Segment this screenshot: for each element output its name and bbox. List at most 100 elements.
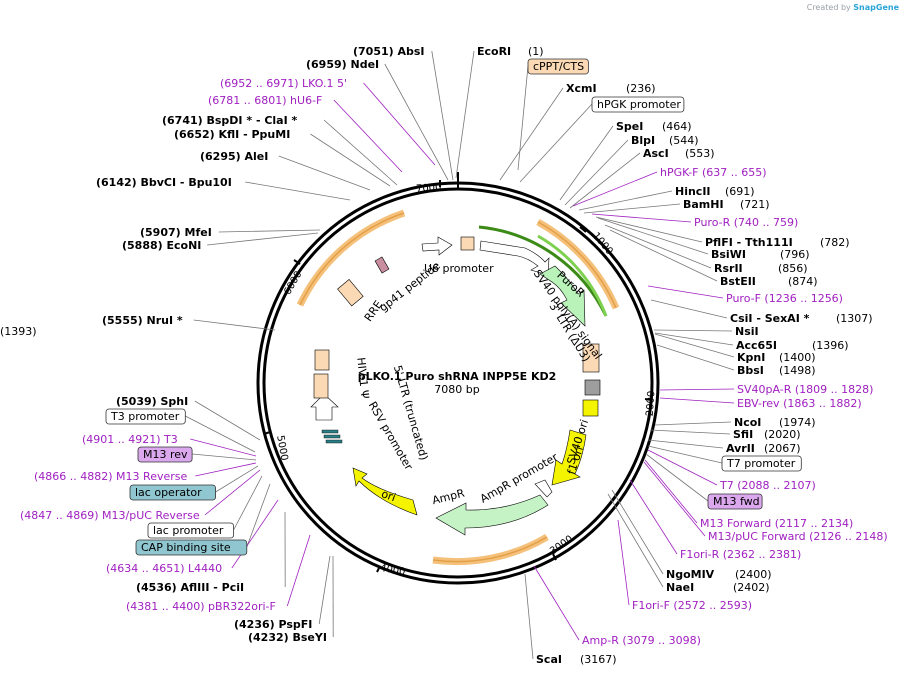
enzyme-pos-csii: (1307) — [836, 312, 873, 325]
feature-f1ori[interactable] — [551, 429, 587, 486]
enzyme-blpi[interactable]: BlpI — [631, 134, 655, 147]
enzyme-ndei[interactable]: (6959) NdeI — [306, 58, 379, 71]
feature-ebv[interactable] — [584, 379, 601, 396]
leader-m13fwd — [645, 453, 709, 502]
feature-hiv[interactable] — [314, 349, 330, 371]
enzyme-pspfi[interactable]: (4236) PspFI — [234, 618, 312, 631]
feature-sv40pa[interactable] — [582, 343, 600, 373]
feature-tag-label-t3prom: T3 promoter — [110, 410, 180, 423]
enzyme-bsteii[interactable]: BstEII — [720, 275, 756, 288]
orf-arc-puror-inner — [537, 221, 617, 309]
feature-cppt[interactable] — [460, 236, 475, 251]
feature-ampr[interactable] — [435, 494, 549, 536]
primer-ampr_p[interactable]: Amp-R (3079 .. 3098) — [582, 634, 701, 647]
feature-tag-t7prom[interactable]: T7 promoter — [721, 455, 802, 472]
feature-tag-lacprom[interactable]: lac promoter — [147, 522, 234, 539]
leader-m13rev — [192, 453, 257, 461]
leader-sfii — [649, 429, 731, 435]
enzyme-bsiwi[interactable]: BsiWI — [711, 248, 746, 261]
leader-kfli — [310, 133, 391, 187]
feature-tag-label-t7prom: T7 promoter — [726, 457, 796, 470]
primer-f1orif[interactable]: F1ori-F (2572 .. 2593) — [632, 599, 752, 612]
primer-m13reverse[interactable]: (4866 .. 4882) M13 Reverse — [34, 470, 187, 483]
enzyme-pos-bbsi: (1498) — [779, 364, 816, 377]
enzyme-bamhi[interactable]: BamHI — [683, 198, 724, 211]
enzyme-nsii[interactable]: NsiI — [735, 325, 759, 338]
feature-rre[interactable] — [337, 279, 364, 307]
leader-bbsi — [656, 344, 735, 371]
primer-f1orir[interactable]: F1ori-R (2362 .. 2381) — [680, 548, 801, 561]
enzyme-ecori[interactable]: EcoRI — [477, 45, 511, 58]
leader-f1orif — [617, 519, 630, 606]
leader-hpgklab — [519, 103, 593, 183]
feature-tag-cap[interactable]: CAP binding site — [135, 539, 248, 556]
primer-pbr322[interactable]: (4381 .. 4400) pBR322ori-F — [126, 600, 276, 613]
enzyme-absi[interactable]: (7051) AbsI — [353, 45, 425, 58]
enzyme-econi[interactable]: (5888) EcoNI — [122, 239, 201, 252]
feature-ampprom[interactable] — [534, 479, 553, 498]
primer-m13forward[interactable]: M13 Forward (2117 .. 2134) — [700, 517, 853, 530]
primer-hpgkf[interactable]: hPGK-F (637 .. 655) — [660, 166, 767, 179]
primer-ebvrev[interactable]: EBV-rev (1863 .. 1882) — [737, 397, 862, 410]
feature-hpgk-arrow[interactable] — [479, 240, 550, 276]
enzyme-mfei[interactable]: (5907) MfeI — [140, 226, 212, 239]
enzyme-naei[interactable]: NaeI — [666, 581, 694, 594]
enzyme-sfii[interactable]: SfiI — [733, 428, 753, 441]
primer-sv40par[interactable]: SV40pA-R (1809 .. 1828) — [737, 383, 873, 396]
primer-m13pucrev[interactable]: (4847 .. 4869) M13/pUC Reverse — [20, 509, 200, 522]
enzyme-bspdi[interactable]: (6741) BspDI * - ClaI * — [162, 114, 298, 127]
enzyme-sphi[interactable]: (5039) SphI — [116, 395, 188, 408]
primer-l4440[interactable]: (4634 .. 4651) L4440 — [106, 562, 222, 575]
primer-t3[interactable]: (4901 .. 4921) T3 — [82, 433, 178, 446]
feature-sv40ori[interactable] — [582, 399, 599, 417]
enzyme-bseyi[interactable]: (4232) BseYI — [248, 631, 327, 644]
primer-purof[interactable]: Puro-F (1236 .. 1256) — [726, 292, 843, 305]
enzyme-rsrii[interactable]: RsrII — [714, 262, 743, 275]
enzyme-scai[interactable]: ScaI — [536, 653, 562, 666]
leader-pbr322 — [286, 534, 311, 607]
leader-mfei — [218, 229, 321, 233]
feature-label-ampr: AmpR — [431, 487, 466, 508]
leader-ecori — [455, 50, 475, 179]
feature-u6[interactable] — [421, 236, 453, 256]
leader-csii — [650, 299, 728, 319]
enzyme-kpni[interactable]: KpnI — [737, 351, 765, 364]
enzyme-acc65i[interactable]: Acc65I — [736, 339, 777, 352]
leader-hu6f — [333, 99, 403, 173]
enzyme-hincii[interactable]: HincII — [675, 185, 711, 198]
enzyme-csii[interactable]: CsiI - SexAI * — [730, 312, 810, 325]
enzyme-asci[interactable]: AscI — [643, 147, 669, 160]
enzyme-afliii[interactable]: (4536) AflIII - PciI — [136, 581, 244, 594]
enzyme-kfli[interactable]: (6652) KflI - PpuMI — [174, 128, 290, 141]
feature-ori[interactable] — [352, 467, 418, 516]
primer-t7[interactable]: T7 (2088 .. 2107) — [719, 479, 816, 492]
feature-tag-m13rev[interactable]: M13 rev — [137, 446, 193, 463]
feature-tag-m13fwd[interactable]: M13 fwd — [707, 493, 763, 510]
enzyme-pos-spei: (464) — [662, 120, 692, 133]
feature-tag-cpptlab[interactable]: cPPT/CTS — [527, 58, 589, 75]
primer-m13pucfwd[interactable]: M13/pUC Forward (2126 .. 2148) — [708, 530, 888, 543]
feature-tag-box-cap — [135, 539, 248, 556]
enzyme-nrui[interactable]: (5555) NruI * — [102, 314, 183, 327]
enzyme-bbsi[interactable]: BbsI — [737, 364, 764, 377]
primer-lko1[interactable]: (6952 .. 6971) LKO.1 5' — [220, 77, 347, 90]
feature-tag-lacop[interactable]: lac operator — [129, 484, 216, 501]
enzyme-bbvci[interactable]: (6142) BbvCI - Bpu10I — [96, 176, 232, 189]
enzyme-avrii[interactable]: AvrII — [726, 442, 755, 455]
enzyme-xcmi[interactable]: XcmI — [566, 82, 597, 95]
feature-tag-hpgklab[interactable]: hPGK promoter — [591, 96, 685, 113]
enzyme-ncoi[interactable]: NcoI — [734, 416, 761, 429]
feature-ltr5[interactable] — [313, 373, 329, 399]
tick-7000: 7000 — [416, 182, 442, 195]
primer-puror_p[interactable]: Puro-R (740 .. 759) — [694, 216, 798, 229]
primer-hu6f[interactable]: (6781 .. 6801) hU6-F — [208, 94, 322, 107]
enzyme-ngomiv[interactable]: NgoMIV — [666, 568, 715, 581]
feature-tag-t3prom[interactable]: T3 promoter — [105, 408, 186, 425]
feature-puror-arrow[interactable] — [539, 265, 586, 327]
enzyme-pflfi[interactable]: PflFI - Tth111I — [705, 236, 793, 249]
enzyme-spei[interactable]: SpeI — [616, 120, 643, 133]
enzyme-alei[interactable]: (6295) AleI — [200, 150, 268, 163]
feature-rsv[interactable] — [310, 393, 339, 421]
feature-gp41[interactable] — [374, 256, 390, 274]
enzyme-pos-blpi: (544) — [669, 134, 699, 147]
